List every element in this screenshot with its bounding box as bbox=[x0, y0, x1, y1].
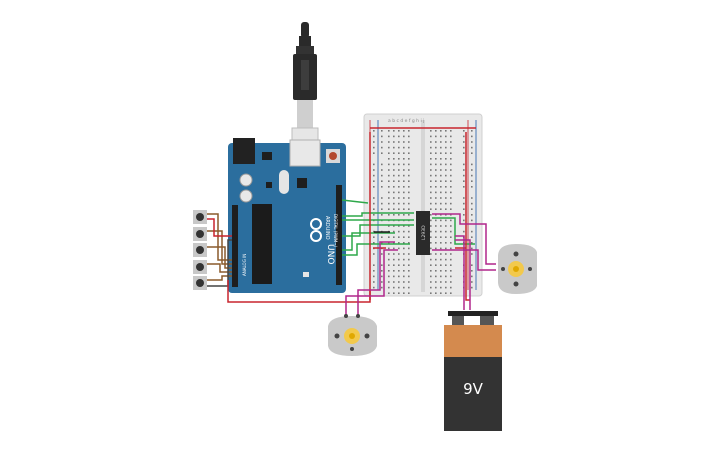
battery-label: 9V bbox=[463, 380, 484, 398]
pushbutton-4[interactable] bbox=[193, 260, 207, 274]
button-wires[interactable] bbox=[207, 213, 232, 287]
breadboard-columns: a b c d e f g h i j bbox=[388, 118, 424, 124]
pushbutton-5[interactable] bbox=[193, 276, 207, 290]
dc-motor-right[interactable] bbox=[498, 244, 537, 294]
battery-9v[interactable]: 9V bbox=[444, 311, 502, 431]
pushbutton-2[interactable] bbox=[193, 227, 207, 241]
arduino-uno-board[interactable]: ARDUINO UNO DIGITAL (PWM~) ANALOG IN bbox=[228, 138, 346, 293]
pushbutton-1[interactable] bbox=[193, 210, 207, 224]
crystal bbox=[279, 170, 289, 194]
dc-motor-bottom[interactable] bbox=[328, 314, 377, 356]
digital-header[interactable] bbox=[336, 185, 342, 285]
analog-label: ANALOG IN bbox=[242, 254, 247, 276]
pushbutton-group bbox=[193, 210, 207, 290]
arduino-model-text: UNO bbox=[325, 244, 335, 264]
wires-magenta[interactable] bbox=[345, 213, 496, 318]
wires-green[interactable] bbox=[341, 199, 475, 256]
microcontroller-chip bbox=[252, 204, 272, 284]
power-jack bbox=[233, 138, 255, 164]
capacitor bbox=[239, 189, 253, 203]
chip-label: L293D bbox=[421, 225, 427, 240]
capacitor bbox=[239, 173, 253, 187]
digital-label: DIGITAL (PWM~) bbox=[333, 214, 338, 248]
motor-driver-chip[interactable]: L293D bbox=[416, 211, 430, 255]
arduino-logo-text: ARDUINO bbox=[324, 216, 330, 240]
pushbutton-3[interactable] bbox=[193, 243, 207, 257]
usb-socket bbox=[289, 139, 321, 167]
power-analog-header[interactable] bbox=[232, 205, 238, 287]
